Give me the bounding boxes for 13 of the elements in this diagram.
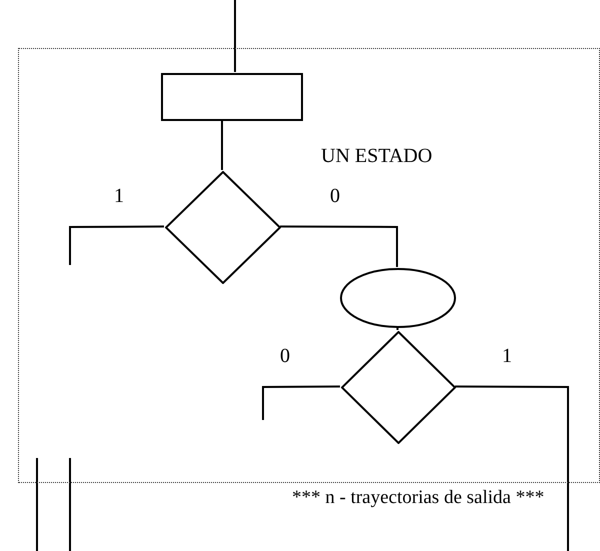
process-box [161,73,303,121]
decision-diamond [165,171,281,284]
state-group-border [18,48,600,483]
connector-line [455,386,569,551]
connector-line [221,120,223,170]
note-text: *** n - trayectorias de salida *** [292,487,544,509]
decision-diamond [341,331,456,444]
connector-line [69,226,164,265]
connector-line [234,0,236,72]
connector-line [280,226,398,267]
ellipse-shape [340,268,456,328]
state-title: UN ESTADO [321,145,432,168]
connector-line [262,386,340,420]
